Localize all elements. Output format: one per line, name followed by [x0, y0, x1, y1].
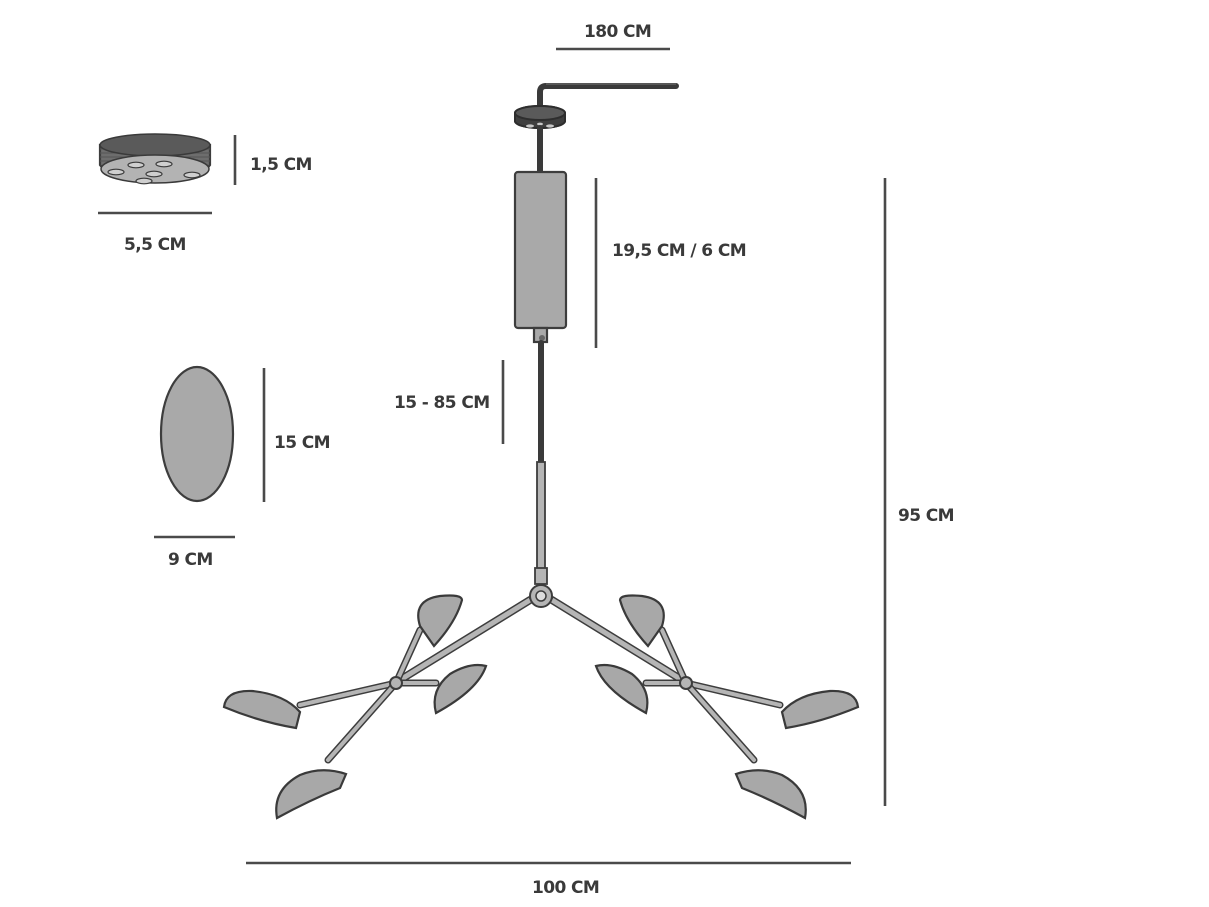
ceiling-canopy	[514, 105, 566, 129]
shade-width-label: 9 CM	[168, 550, 213, 570]
drop-range-label: 15 - 85 CM	[394, 393, 490, 413]
total-height-label: 95 CM	[898, 506, 954, 526]
lamp-shades	[222, 594, 860, 820]
housing-size-label: 19,5 CM / 6 CM	[612, 241, 746, 261]
driver-housing	[513, 170, 568, 330]
total-width-label: 100 CM	[532, 878, 599, 898]
arms	[296, 584, 784, 764]
cord-length-label: 180 CM	[584, 22, 651, 42]
shade-height-label: 15 CM	[274, 433, 330, 453]
canopy-height-label: 1,5 CM	[250, 155, 312, 175]
power-cord	[537, 83, 679, 113]
shade-detail	[159, 365, 235, 503]
canopy-detail	[98, 133, 212, 185]
canopy-diameter-label: 5,5 CM	[124, 235, 186, 255]
central-stem	[536, 461, 546, 571]
